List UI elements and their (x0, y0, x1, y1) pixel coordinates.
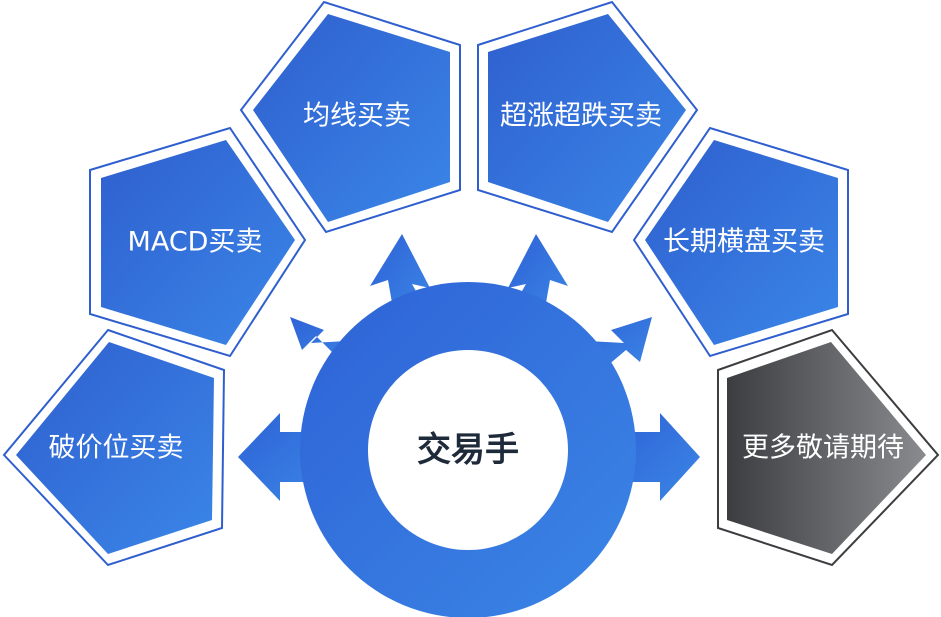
pentagon-label: MACD买卖 (128, 227, 263, 258)
pentagon-fill (727, 342, 926, 554)
pentagon-item-4[interactable]: 长期横盘买卖 (632, 126, 849, 358)
pentagon-item-1[interactable]: MACD买卖 (89, 126, 307, 358)
hub-gear: 交易手 (238, 234, 700, 617)
pentagon-fill (253, 14, 450, 222)
pentagon-item-5[interactable]: 更多敬请期待 (717, 328, 940, 567)
pentagon-label: 更多敬请期待 (742, 433, 904, 464)
pentagon-item-3[interactable]: 超涨超跌买卖 (477, 0, 699, 234)
pentagon-fill (16, 342, 214, 554)
hub-label: 交易手 (417, 430, 519, 470)
gear-center (368, 350, 568, 550)
pentagon-label: 均线买卖 (303, 101, 411, 132)
pentagon-label: 长期横盘买卖 (663, 227, 825, 258)
pentagon-fill (488, 14, 686, 222)
pentagon-label: 破价位买卖 (49, 433, 184, 464)
pentagon-fill (645, 140, 838, 345)
pentagon-fill (101, 140, 295, 345)
pentagon-label: 超涨超跌买卖 (500, 101, 662, 132)
pentagon-item-2[interactable]: 均线买卖 (239, 0, 461, 234)
pentagon-item-0[interactable]: 破价位买卖 (2, 328, 226, 567)
